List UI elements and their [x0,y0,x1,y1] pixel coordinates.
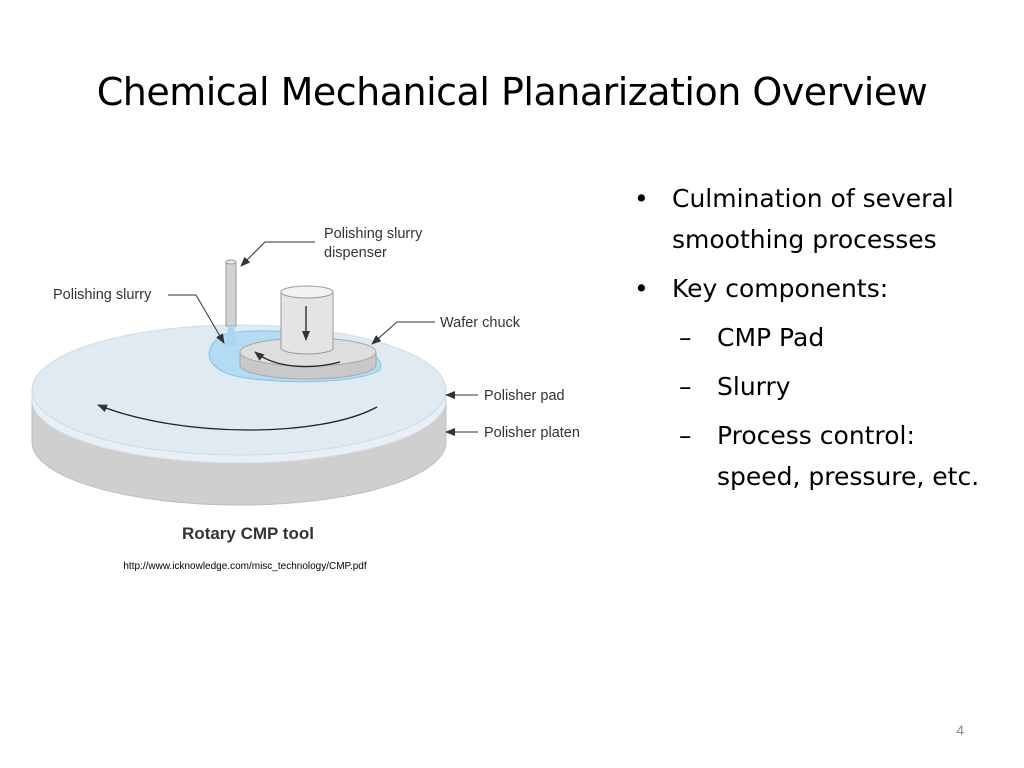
sub-bullet-text: Slurry [717,372,791,401]
label-dispenser-line1: Polishing slurry [324,226,423,242]
sub-bullet-marker: – [679,323,692,352]
sub-bullet-item: – Slurry [634,366,994,407]
slurry-stream [225,326,237,346]
sub-bullet-text: Process control: speed, pressure, etc. [717,421,980,491]
sub-bullet-marker: – [679,372,692,401]
bullet-marker: • [634,184,649,213]
wafer-chuck-cylinder [280,291,334,355]
cmp-tool-svg: Polishing slurry dispenser Polishing slu… [31,226,580,543]
bullet-text: Culmination of several smoothing process… [672,184,954,254]
slide-title: Chemical Mechanical Planarization Overvi… [96,70,928,114]
bullet-marker: • [634,274,649,303]
cmp-tool-diagram: Polishing slurry dispenser Polishing slu… [0,200,620,560]
bullet-list: • Culmination of several smoothing proce… [634,178,994,505]
bullet-text: Key components: [672,274,889,303]
sub-bullet-marker: – [679,421,692,450]
source-url: http://www.icknowledge.com/misc_technolo… [123,561,367,572]
chuck-rotation-arrow [254,351,341,368]
sub-bullet-item: – CMP Pad [634,317,994,358]
label-polisher-pad: Polisher pad [484,388,565,404]
leader-dispenser [240,241,315,267]
slurry-dispenser-tube [225,261,237,327]
sub-bullet-item: – Process control: speed, pressure, etc. [634,415,994,497]
polisher-pad-edge [31,389,447,464]
slurry-dispenser-top [225,259,237,265]
bullet-item: • Key components: [634,268,994,309]
figure-caption: Rotary CMP tool [182,524,314,543]
sub-bullet-text: CMP Pad [717,323,825,352]
wafer-chuck-top [280,285,334,299]
leader-wafer-chuck [371,321,435,345]
label-polishing-slurry: Polishing slurry [53,287,152,303]
page-number: 4 [956,722,964,738]
leader-slurry [168,294,225,344]
label-dispenser-line2: dispenser [324,245,387,261]
label-wafer-chuck: Wafer chuck [440,315,521,331]
label-polisher-platen: Polisher platen [484,425,580,441]
pad-rotation-arrow [97,404,378,431]
bullet-item: • Culmination of several smoothing proce… [634,178,994,260]
